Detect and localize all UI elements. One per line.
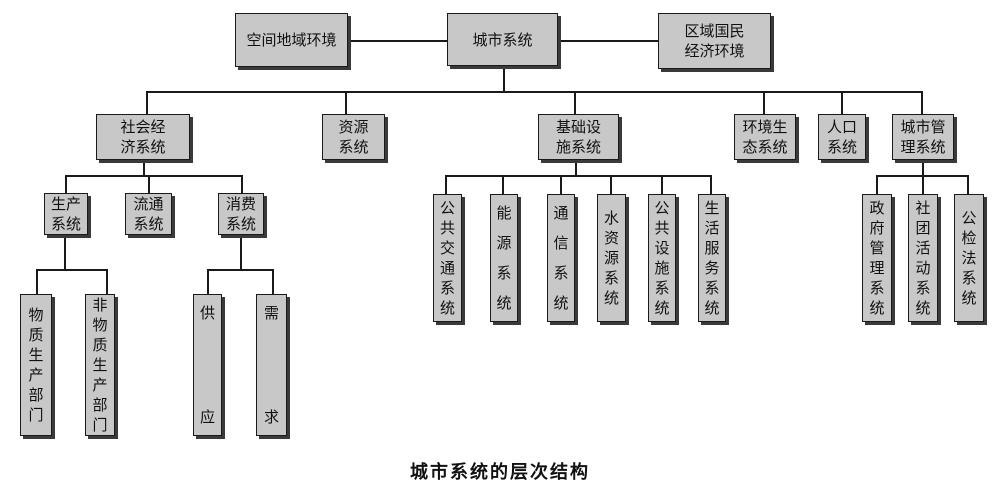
connector — [610, 175, 612, 194]
node-demand: 需求 — [256, 294, 287, 436]
node-label: 供应 — [199, 304, 215, 426]
node-material-production: 物质生产部门 — [20, 294, 52, 436]
connector — [763, 91, 765, 114]
connector — [64, 235, 66, 270]
node-consumption: 消费 系统 — [218, 193, 264, 235]
node-label: 空间地域环境 — [246, 31, 337, 49]
node-label: 公共交通系统 — [439, 199, 455, 317]
connector — [36, 269, 38, 294]
node-circulation: 流通 系统 — [125, 193, 172, 235]
connector — [710, 175, 712, 194]
connector — [143, 158, 145, 176]
node-environment-ecology: 环境生 态系统 — [734, 114, 796, 160]
connector — [146, 91, 148, 114]
node-public-facilities: 公共设施系统 — [648, 194, 676, 322]
node-resource: 资源 系统 — [322, 114, 385, 160]
node-nonmaterial-production: 非物质生产部门 — [85, 294, 115, 436]
connector — [922, 175, 924, 194]
node-associations: 社团活动系统 — [908, 194, 938, 322]
connector — [65, 175, 243, 177]
node-production: 生产 系统 — [44, 193, 88, 235]
connector — [661, 175, 663, 194]
connector — [841, 91, 843, 114]
node-label: 城市管 理系统 — [900, 118, 946, 156]
connector — [967, 175, 969, 194]
connector — [574, 91, 576, 114]
node-infrastructure: 基础设 施系统 — [538, 114, 619, 160]
connector — [558, 40, 658, 42]
node-government: 政府管理系统 — [862, 194, 892, 322]
connector — [445, 175, 447, 194]
node-label: 能源系统 — [496, 204, 512, 312]
node-label: 通信系统 — [553, 204, 569, 312]
connector — [560, 175, 562, 194]
diagram-caption: 城市系统的层次结构 — [410, 462, 590, 483]
node-supply: 供应 — [193, 294, 222, 436]
node-label: 社会经 济系统 — [120, 118, 166, 156]
connector — [922, 160, 924, 176]
node-energy: 能源系统 — [490, 194, 518, 322]
node-label: 物质生产部门 — [28, 306, 44, 424]
connector — [65, 175, 67, 193]
node-label: 需求 — [263, 304, 279, 426]
node-label: 政府管理系统 — [869, 199, 885, 317]
node-label: 环境生 态系统 — [742, 118, 788, 156]
connector — [921, 91, 923, 114]
node-water-resource: 水资源系统 — [597, 194, 626, 322]
connector — [876, 175, 878, 194]
node-label: 生活服务系统 — [704, 199, 720, 317]
connector — [575, 160, 577, 176]
node-label: 公共设施系统 — [654, 199, 670, 317]
connector — [272, 269, 274, 294]
node-label: 流通 系统 — [133, 195, 164, 233]
node-label: 基础设 施系统 — [555, 118, 601, 156]
node-social-economic: 社会经 济系统 — [96, 114, 190, 160]
connector — [502, 175, 504, 194]
connector — [207, 269, 274, 271]
connector — [503, 64, 505, 92]
node-label: 资源 系统 — [338, 118, 369, 156]
node-label: 消费 系统 — [225, 195, 256, 233]
node-population: 人口 系统 — [818, 114, 866, 160]
node-city-management: 城市管 理系统 — [892, 114, 954, 160]
connector — [106, 269, 108, 294]
node-label: 公检法系统 — [961, 209, 977, 307]
node-life-services: 生活服务系统 — [698, 194, 726, 322]
connector — [348, 40, 447, 42]
node-label: 社团活动系统 — [915, 199, 931, 317]
node-public-security-law: 公检法系统 — [954, 194, 984, 322]
node-label: 生产 系统 — [50, 195, 81, 233]
node-communication: 通信系统 — [547, 194, 575, 322]
node-label: 人口 系统 — [826, 118, 857, 156]
node-public-transport: 公共交通系统 — [433, 194, 462, 322]
node-label: 区域国民 经济环境 — [684, 22, 745, 60]
connector — [148, 175, 150, 193]
connector — [36, 269, 108, 271]
node-space-environment: 空间地域环境 — [235, 13, 348, 67]
node-city-system: 城市系统 — [447, 13, 558, 66]
connector — [345, 91, 347, 114]
connector — [445, 175, 712, 177]
node-label: 非物质生产部门 — [92, 296, 108, 434]
node-label: 城市系统 — [472, 30, 533, 49]
connector — [146, 91, 922, 93]
connector — [207, 269, 209, 294]
connector — [241, 175, 243, 193]
node-label: 水资源系统 — [603, 209, 619, 307]
connector — [240, 235, 242, 270]
node-regional-economy: 区域国民 经济环境 — [658, 13, 771, 69]
